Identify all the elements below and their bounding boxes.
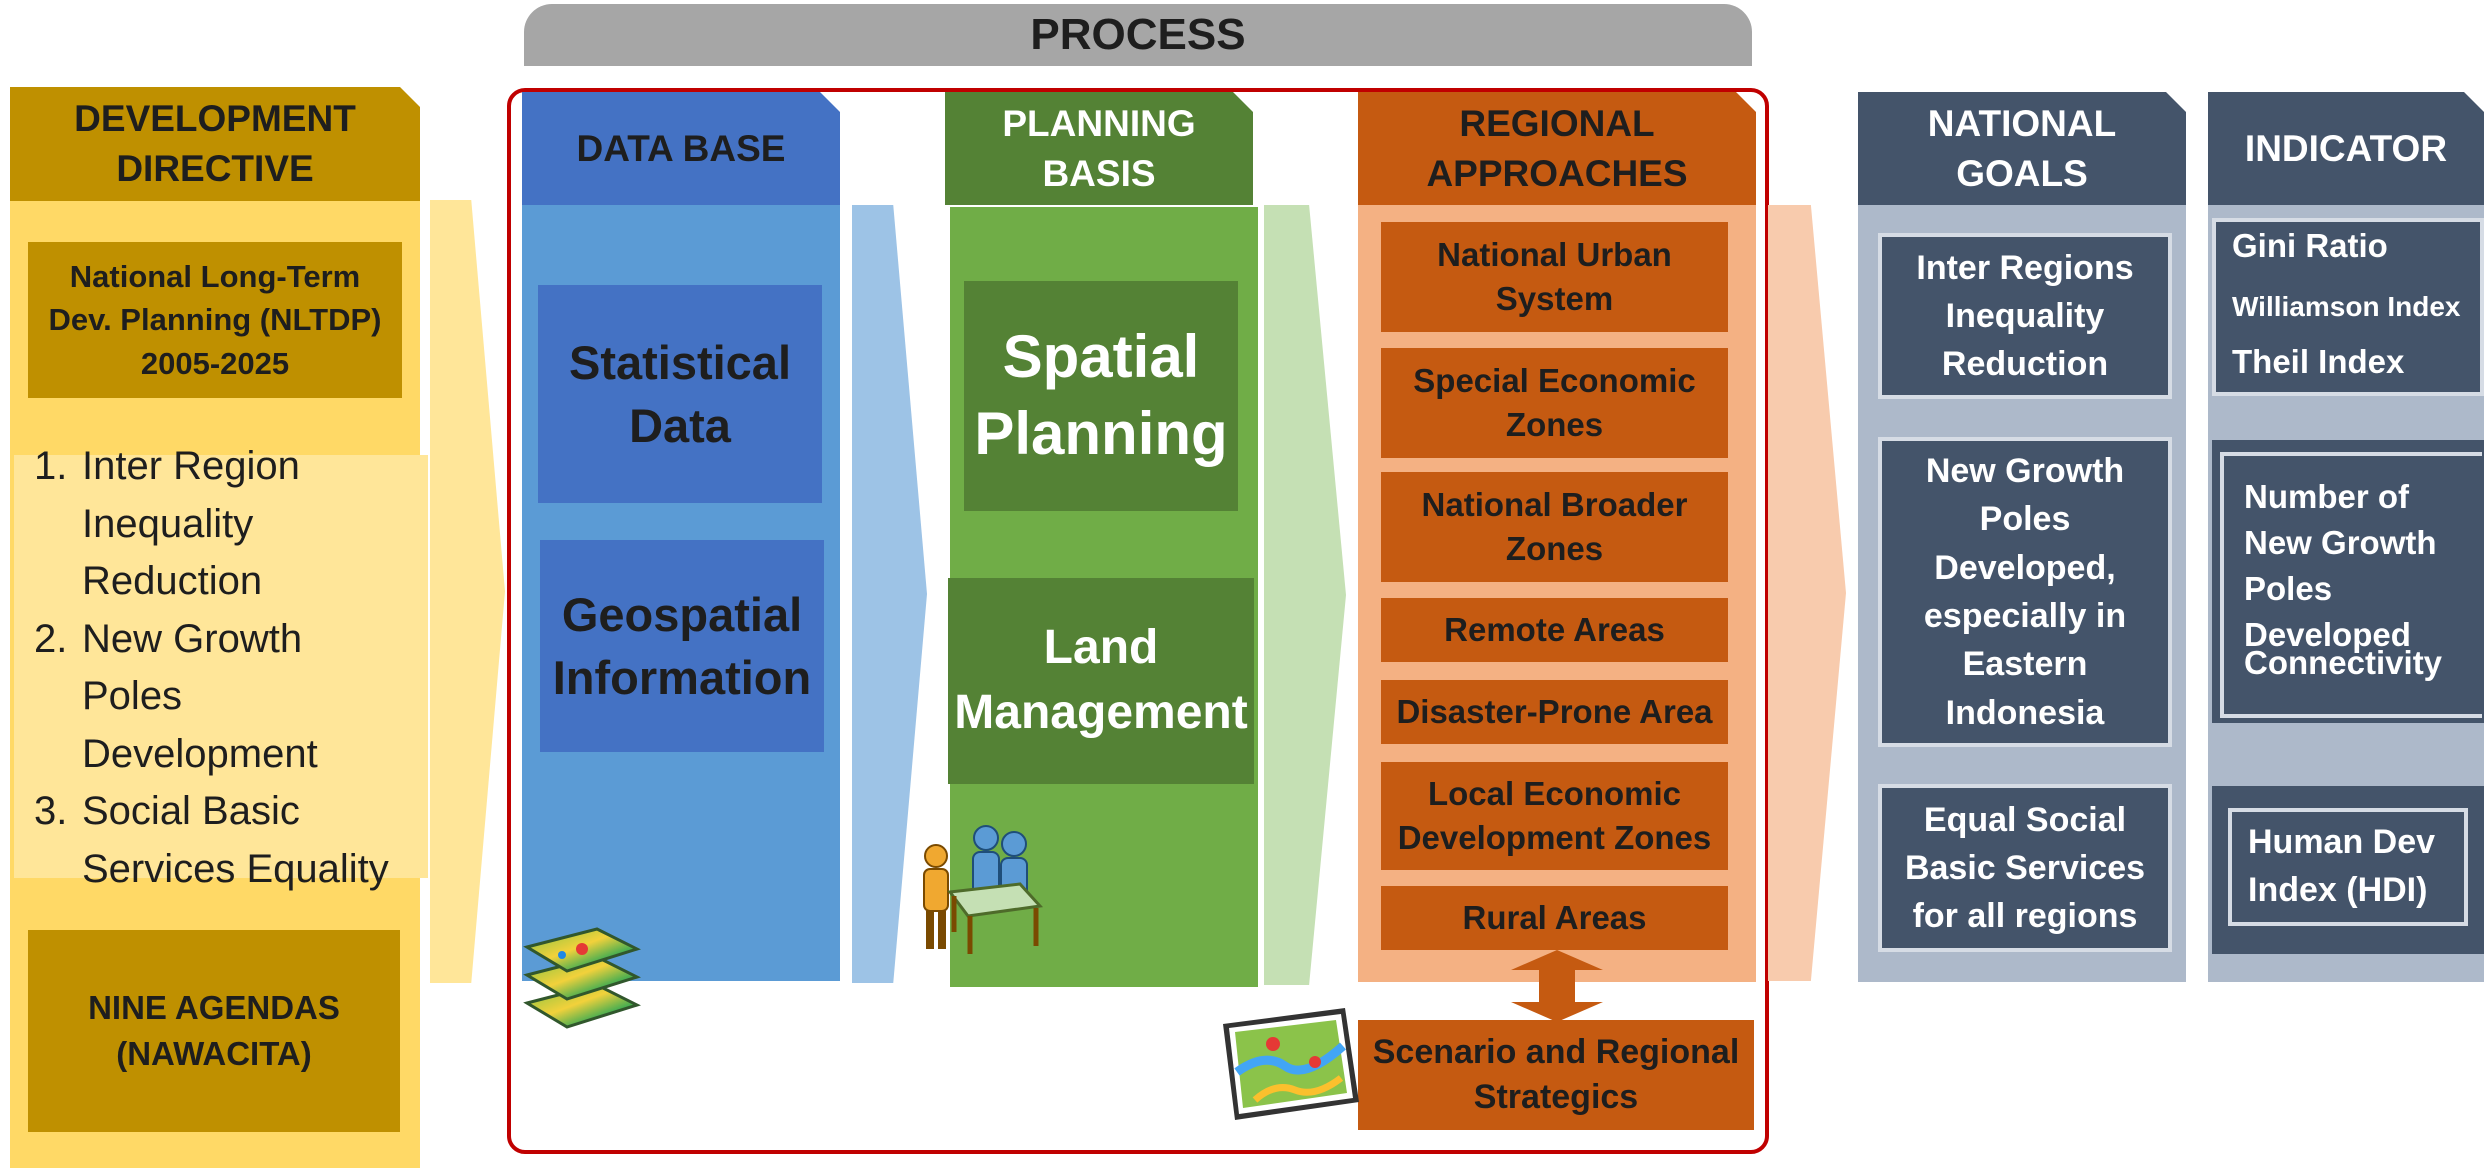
planners-at-table-icon — [923, 825, 1044, 954]
directive-item-3: 3. Social Basic Services Equality — [34, 783, 394, 898]
regional-item-national-urban-system: National Urban System — [1381, 222, 1728, 332]
arrow-directive-to-database — [430, 200, 505, 983]
planning-header: PLANNING BASIS — [945, 92, 1253, 205]
land-management-box: Land Management — [948, 578, 1254, 784]
indicator-connectivity: Connectivity — [2244, 644, 2443, 681]
directive-item-number: 2. — [34, 616, 68, 661]
nltdp-label: National Long-Term Dev. Planning (NLTDP)… — [48, 258, 382, 381]
goal-new-growth-poles: New Growth Poles Developed, especially i… — [1878, 437, 2172, 747]
regional-item-national-broader-zones: National Broader Zones — [1381, 472, 1728, 582]
indicator-group-inequality: Gini Ratio Williamson Index Theil Index — [2212, 218, 2484, 396]
regional-item-remote-areas: Remote Areas — [1381, 598, 1728, 662]
planning-header-label: PLANNING BASIS — [1002, 102, 1196, 194]
spatial-planning-label: Spatial Planning — [974, 323, 1228, 467]
regional-item-rural-areas: Rural Areas — [1381, 886, 1728, 950]
indicator-growth-poles-frame: Number of New Growth Poles Developed Con… — [2220, 452, 2482, 718]
nine-agendas-label: NINE AGENDAS (NAWACITA) — [88, 988, 340, 1072]
directive-item-text: New Growth Poles Development — [82, 616, 318, 776]
statistical-data-label: Statistical Data — [568, 335, 792, 452]
map-icon — [1223, 1008, 1359, 1120]
indicator-new-growth-poles: Number of New Growth Poles Developed — [2244, 478, 2437, 653]
indicator-header: INDICATOR — [2208, 92, 2484, 205]
double-arrow-icon — [1511, 950, 1603, 1022]
land-management-label: Land Management — [954, 621, 1248, 739]
regional-header-label: REGIONAL APPROACHES — [1426, 102, 1688, 194]
nltdp-box: National Long-Term Dev. Planning (NLTDP)… — [28, 242, 402, 398]
regional-item-label: Disaster-Prone Area — [1396, 693, 1713, 731]
map-layers-icon — [523, 927, 641, 1029]
regional-item-label: National Broader Zones — [1421, 486, 1688, 567]
process-frame — [507, 88, 1769, 1154]
goal-inequality-reduction: Inter Regions Inequality Reduction — [1878, 233, 2172, 399]
regional-item-label: Local Economic Development Zones — [1397, 775, 1712, 856]
indicator-hdi-frame: Human Dev Index (HDI) — [2228, 808, 2468, 926]
directive-item-text: Inter Region Inequality Reduction — [82, 444, 300, 603]
regional-item-label: Special Economic Zones — [1413, 362, 1696, 443]
geospatial-information-label: Geospatial Information — [552, 587, 812, 704]
regional-item-disaster-prone-area: Disaster-Prone Area — [1381, 680, 1728, 744]
directive-item-text: Social Basic Services Equality — [82, 789, 389, 891]
regional-item-label: Remote Areas — [1444, 611, 1665, 649]
directive-item-1: 1. Inter Region Inequality Reduction — [34, 438, 394, 611]
directive-item-2: 2. New Growth Poles Development — [34, 611, 394, 784]
goals-header-label: NATIONAL GOALS — [1927, 102, 2117, 194]
regional-item-local-economic-development-zones: Local Economic Development Zones — [1381, 762, 1728, 870]
goal-label: Inter Regions Inequality Reduction — [1916, 248, 2134, 384]
scenario-regional-strategics-box: Scenario and Regional Strategics — [1358, 1020, 1754, 1130]
process-label: PROCESS — [1030, 10, 1246, 59]
database-header-label: DATA BASE — [576, 127, 786, 169]
scenario-label: Scenario and Regional Strategics — [1372, 1033, 1740, 1116]
indicator-theil-index: Theil Index — [2232, 343, 2405, 380]
directive-item-number: 3. — [34, 789, 68, 833]
spatial-planning-box: Spatial Planning — [964, 281, 1238, 511]
goal-label: Equal Social Basic Services for all regi… — [1904, 800, 2146, 936]
directive-list: 1. Inter Region Inequality Reduction 2. … — [34, 438, 394, 898]
regional-item-special-economic-zones: Special Economic Zones — [1381, 348, 1728, 458]
regional-item-label: Rural Areas — [1462, 899, 1647, 937]
arrow-regional-to-goals — [1768, 205, 1846, 981]
goals-header: NATIONAL GOALS — [1858, 92, 2186, 205]
indicator-group-growth-poles — [2212, 440, 2484, 723]
process-banner: PROCESS — [524, 4, 1752, 66]
goal-label: New Growth Poles Developed, especially i… — [1923, 452, 2127, 732]
directive-item-number: 1. — [34, 444, 68, 488]
database-header: DATA BASE — [522, 92, 840, 205]
geospatial-information-box: Geospatial Information — [540, 540, 824, 752]
indicator-hdi: Human Dev Index (HDI) — [2248, 823, 2436, 909]
nine-agendas-box: NINE AGENDAS (NAWACITA) — [28, 930, 400, 1132]
directive-header: DEVELOPMENT DIRECTIVE — [10, 87, 420, 201]
indicator-header-label: INDICATOR — [2244, 127, 2448, 169]
indicator-group-hdi — [2212, 786, 2484, 954]
directive-list-panel — [14, 455, 428, 878]
indicator-williamson-index: Williamson Index — [2232, 291, 2461, 322]
indicator-gini-ratio: Gini Ratio — [2232, 227, 2388, 264]
statistical-data-box: Statistical Data — [538, 285, 822, 503]
regional-header: REGIONAL APPROACHES — [1358, 92, 1756, 205]
regional-item-label: National Urban System — [1437, 236, 1672, 317]
goal-equal-social-services: Equal Social Basic Services for all regi… — [1878, 784, 2172, 952]
directive-header-label: DEVELOPMENT DIRECTIVE — [74, 98, 356, 189]
